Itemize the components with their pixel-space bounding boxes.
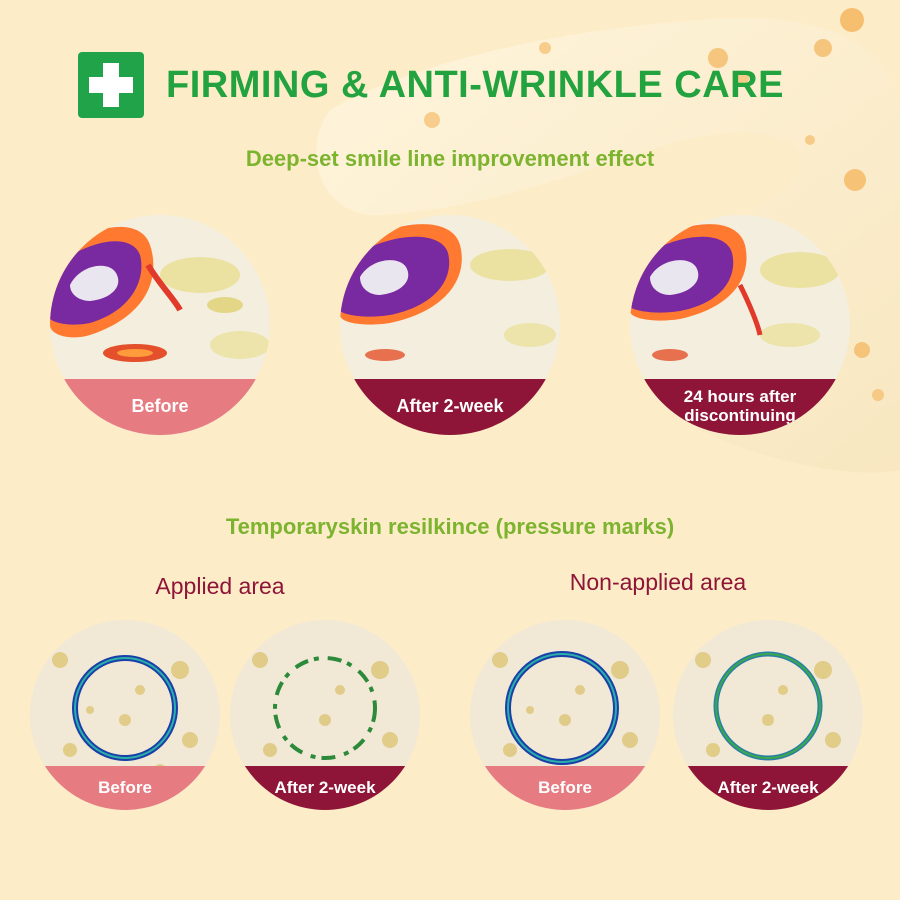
non-applied-after-2-week-image: After 2-week xyxy=(673,620,863,810)
smile-line-after-2-week-label: After 2-week xyxy=(340,379,560,435)
applied-before-image: Before xyxy=(30,620,220,810)
smile-line-after-2-week-image: After 2-week xyxy=(340,215,560,435)
applied-area-heading: Applied area xyxy=(155,573,285,599)
non-applied-before-label: Before xyxy=(470,766,660,810)
non-applied-before-image: Before xyxy=(470,620,660,810)
resilience-subtitle: Temporaryskin resilkince (pressure marks… xyxy=(225,514,675,539)
smile-line-24-hours-after-image: 24 hours after discontinuing xyxy=(630,215,850,435)
smile-line-before-image: Before xyxy=(50,215,270,435)
applied-before-label: Before xyxy=(30,766,220,810)
applied-after-2-week-label: After 2-week xyxy=(230,766,420,810)
medical-cross-icon xyxy=(78,52,144,118)
smile-line-before-label: Before xyxy=(50,379,270,435)
page-title: FIRMING & ANTI-WRINKLE CARE xyxy=(166,63,784,106)
page-header: FIRMING & ANTI-WRINKLE CARE xyxy=(78,50,784,120)
non-applied-after-2-week-label: After 2-week xyxy=(673,766,863,810)
smile-line-subtitle: Deep-set smile line improvement effect xyxy=(245,146,655,171)
smile-line-24-hours-after-label: 24 hours after discontinuing xyxy=(630,379,850,435)
applied-after-2-week-image: After 2-week xyxy=(230,620,420,810)
non-applied-area-heading: Non-applied area xyxy=(569,569,747,595)
